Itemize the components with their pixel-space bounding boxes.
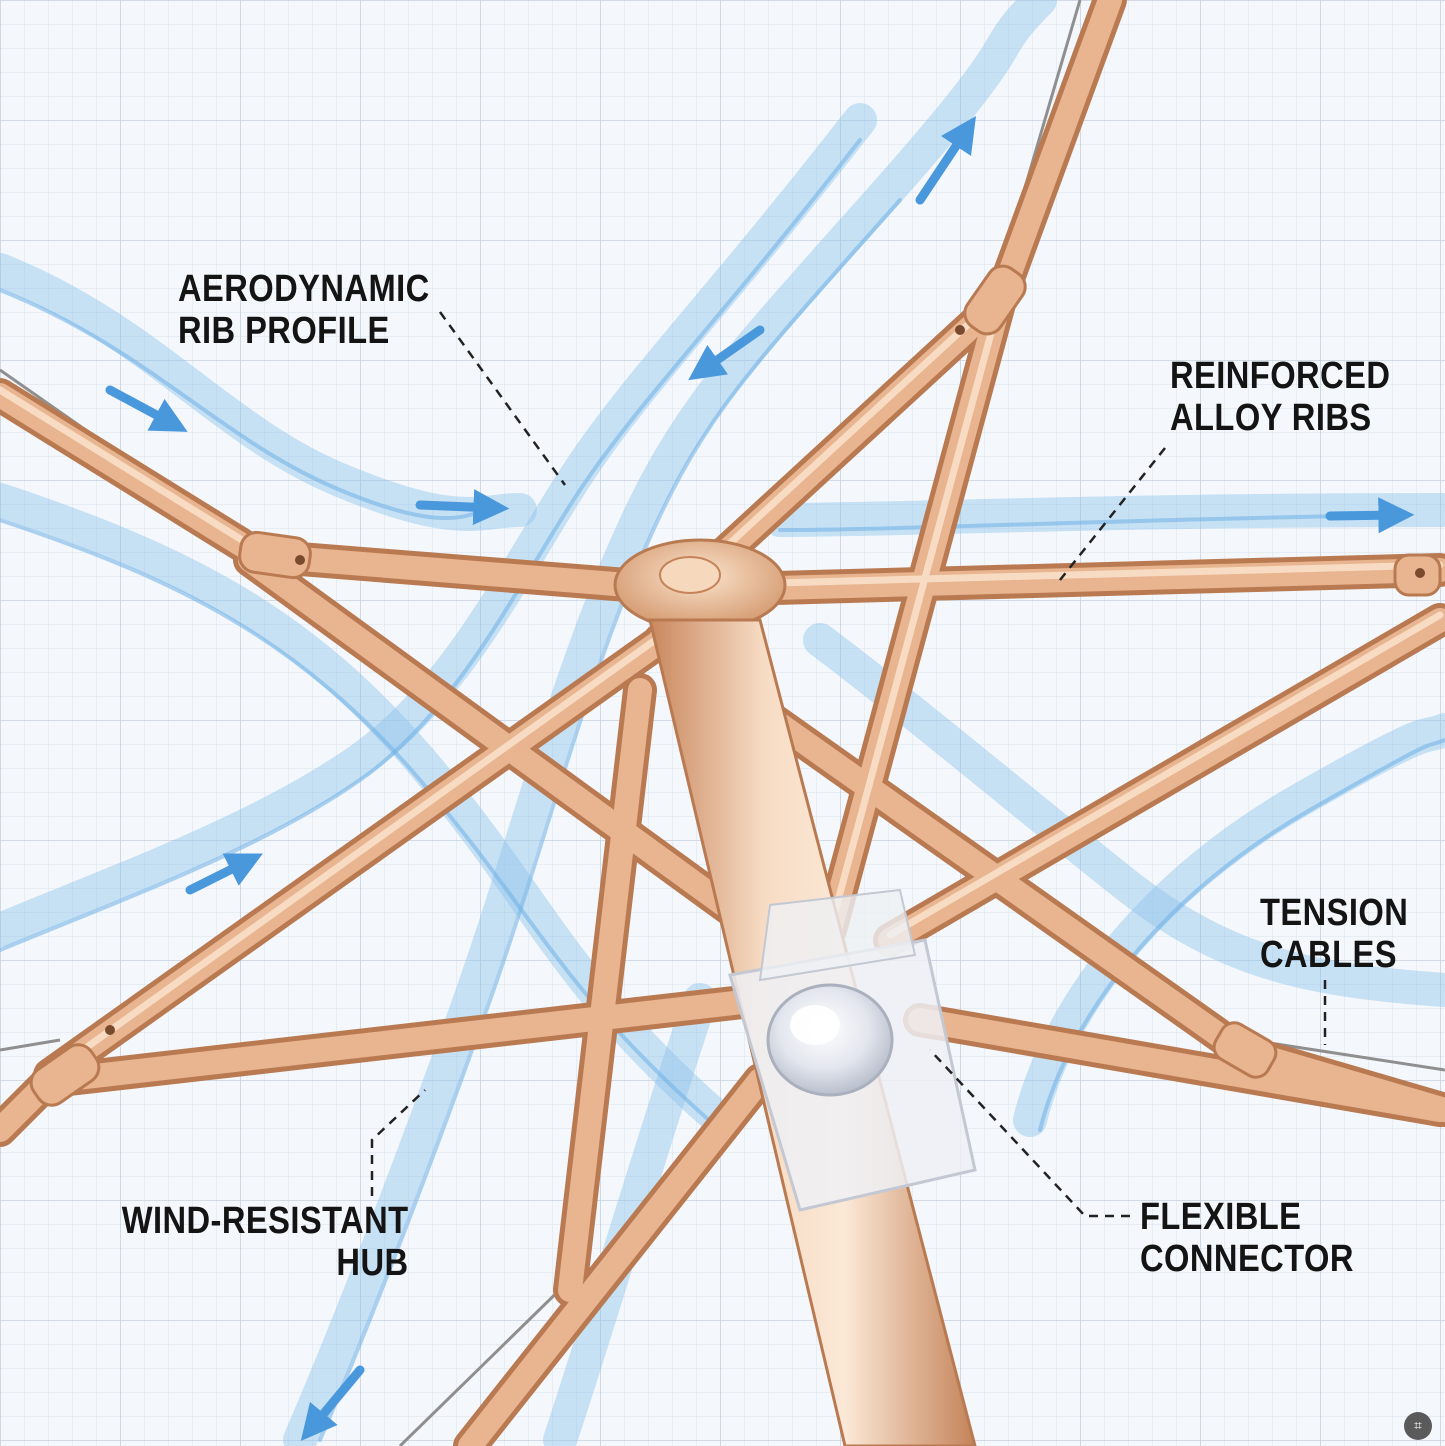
label-line: ALLOY RIBS (1170, 397, 1372, 439)
rib-joints (29, 264, 1442, 1107)
label-flexible-connector: FLEXIBLE CONNECTOR (1140, 1196, 1354, 1280)
label-reinforced-alloy-ribs: REINFORCED ALLOY RIBS (1170, 355, 1390, 439)
label-line: CONNECTOR (1140, 1238, 1354, 1280)
label-tension-cables: TENSION CABLES (1260, 892, 1408, 976)
label-line: CABLES (1260, 934, 1397, 976)
label-line: REINFORCED (1170, 355, 1391, 397)
label-line: AERODYNAMIC (178, 268, 430, 310)
label-line: TENSION (1260, 892, 1409, 934)
top-hub (613, 538, 787, 632)
label-line: RIB PROFILE (178, 310, 390, 352)
scan-icon[interactable]: ⌗ (1404, 1412, 1432, 1440)
label-line: FLEXIBLE (1140, 1196, 1302, 1238)
label-aerodynamic-rib-profile: AERODYNAMIC RIB PROFILE (178, 268, 430, 352)
label-wind-resistant-hub: WIND-RESISTANT HUB (121, 1200, 408, 1284)
leader-lines (370, 311, 1327, 1218)
flexible-connector-part (728, 888, 977, 1212)
label-line: WIND-RESISTANT (121, 1200, 408, 1242)
label-line: HUB (335, 1242, 408, 1284)
